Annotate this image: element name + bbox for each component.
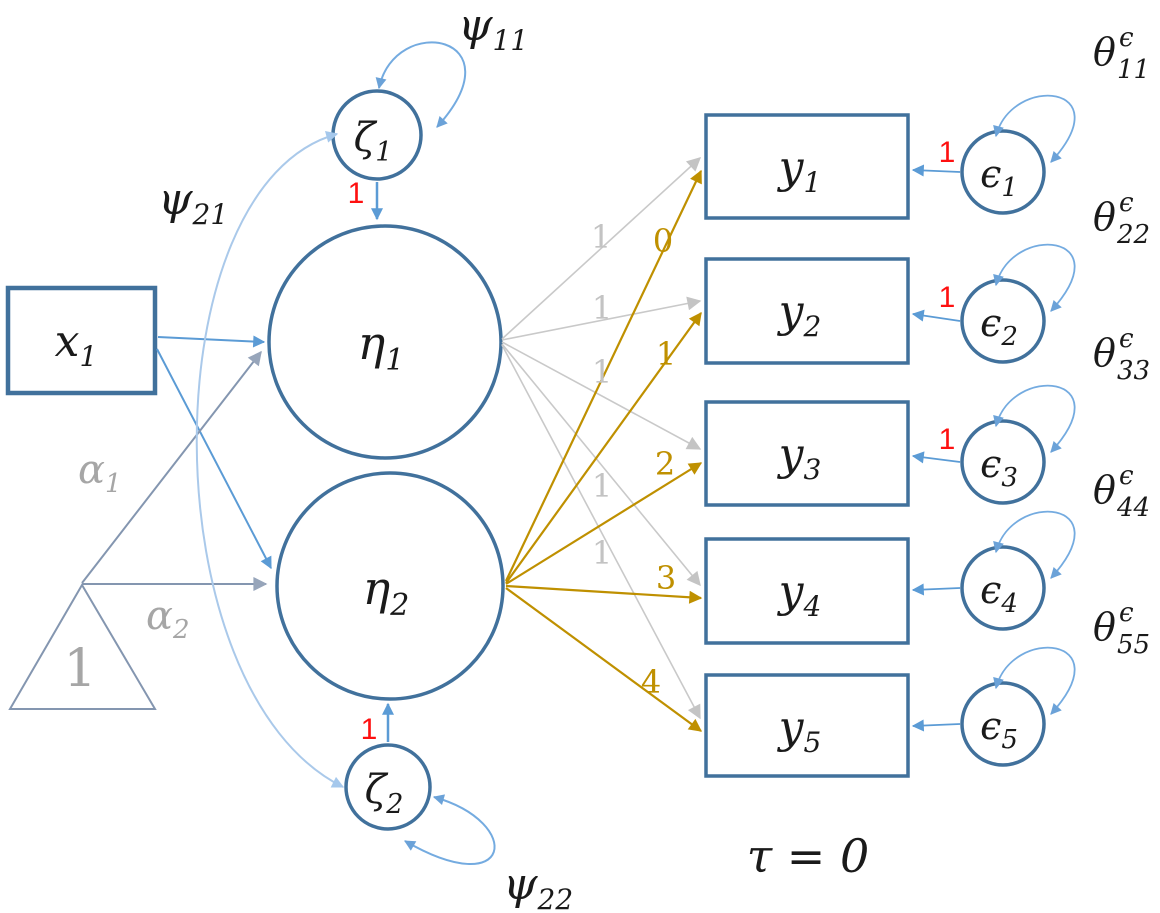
alpha1-label: α1 [78,447,122,499]
edge-eta1-y3 [501,341,702,450]
edge-eps3-y3 [911,451,961,464]
eps3-loading-label: 1 [939,423,956,456]
edge-eta2-y3 [505,462,703,585]
eps2-label: ϵ2 [980,301,1018,352]
eta1-loading-arrows [501,157,702,720]
edge-eps2-y2 [911,309,961,322]
edge-psi21-covariance [195,131,345,788]
zeta1-variance-loop [375,41,467,128]
eps3-label: ϵ3 [980,442,1018,493]
eps4-label: ϵ4 [980,568,1018,619]
y4-box [704,537,910,645]
y2-box [704,257,910,365]
zeta1-label: ζ1 [354,115,393,168]
alpha2-label: α2 [146,593,190,645]
eta2-y4-loading-label: 3 [656,559,676,597]
edge-eta2-y5 [505,587,703,732]
y5-box [704,673,910,778]
edge-eta2-y1 [505,169,702,582]
edge-eta2-y2 [505,311,702,584]
edge-intercept-eta1 [81,350,262,584]
eps1-variance-loop [993,94,1076,163]
edge-eps1-y1 [911,164,961,177]
eta1-y3-loading-label: 1 [592,353,612,391]
eps-variance-loops [993,94,1076,715]
eta1-y4-loading-label: 1 [592,467,612,505]
edge-eta1-y5 [501,344,701,720]
edge-x1-eta1 [157,335,266,348]
x1-box [5,285,158,396]
eps1-loading-label: 1 [939,136,956,169]
tau-caption: τ = 0 [747,829,870,883]
psi11-label: ψ11 [458,0,528,57]
eps5-label: ϵ5 [980,704,1018,755]
x1-label: x1 [55,316,98,373]
edge-eps4-y4 [911,583,961,596]
edge-eta1-y2 [501,296,702,341]
eta1-label: η1 [358,316,405,378]
eta2-y5-loading-label: 4 [641,663,661,701]
edge-eta1-y4 [501,343,701,587]
y3-label: y3 [777,429,822,486]
y2-label: y2 [777,286,822,343]
y1-box [704,113,910,220]
edge-eta2-y4 [505,584,703,604]
eta2-y3-loading-label: 2 [655,445,675,483]
zeta1-loading-label: 1 [348,177,365,210]
eps2-variance-loop [993,243,1076,312]
edge-x1-eta2 [156,348,272,570]
y-boxes [704,113,910,778]
eta1-y5-loading-label: 1 [592,534,612,572]
eps1-label: ϵ1 [980,152,1018,203]
eps2-loading-label: 1 [939,281,956,314]
psi22-label: ψ22 [503,859,573,913]
intercept-label: 1 [63,639,96,699]
intercept-triangle [8,583,157,710]
y1-label: y1 [777,142,822,199]
eps-arrows [911,164,961,732]
y4-label: y4 [777,566,822,623]
eta1-y1-loading-label: 1 [591,218,611,256]
eta2-loading-arrows [505,169,703,732]
eta2-y1-loading-label: 0 [653,222,673,260]
eps3-variance-loop [993,384,1076,453]
eps4-variance-loop [993,510,1076,579]
edge-eps5-y5 [911,719,961,732]
eps5-variance-loop [993,646,1076,715]
eta1-y2-loading-label: 1 [592,289,612,327]
psi21-label: ψ21 [158,174,228,231]
zeta2-variance-loop [404,794,496,865]
y3-box [704,400,910,507]
zeta2-label: ζ2 [365,767,404,820]
eta2-label: η2 [363,561,410,623]
y5-label: y5 [777,702,822,759]
eta2-y2-loading-label: 1 [656,335,676,373]
edge-eta1-y1 [501,157,702,340]
zeta2-loading-label: 1 [361,713,378,746]
